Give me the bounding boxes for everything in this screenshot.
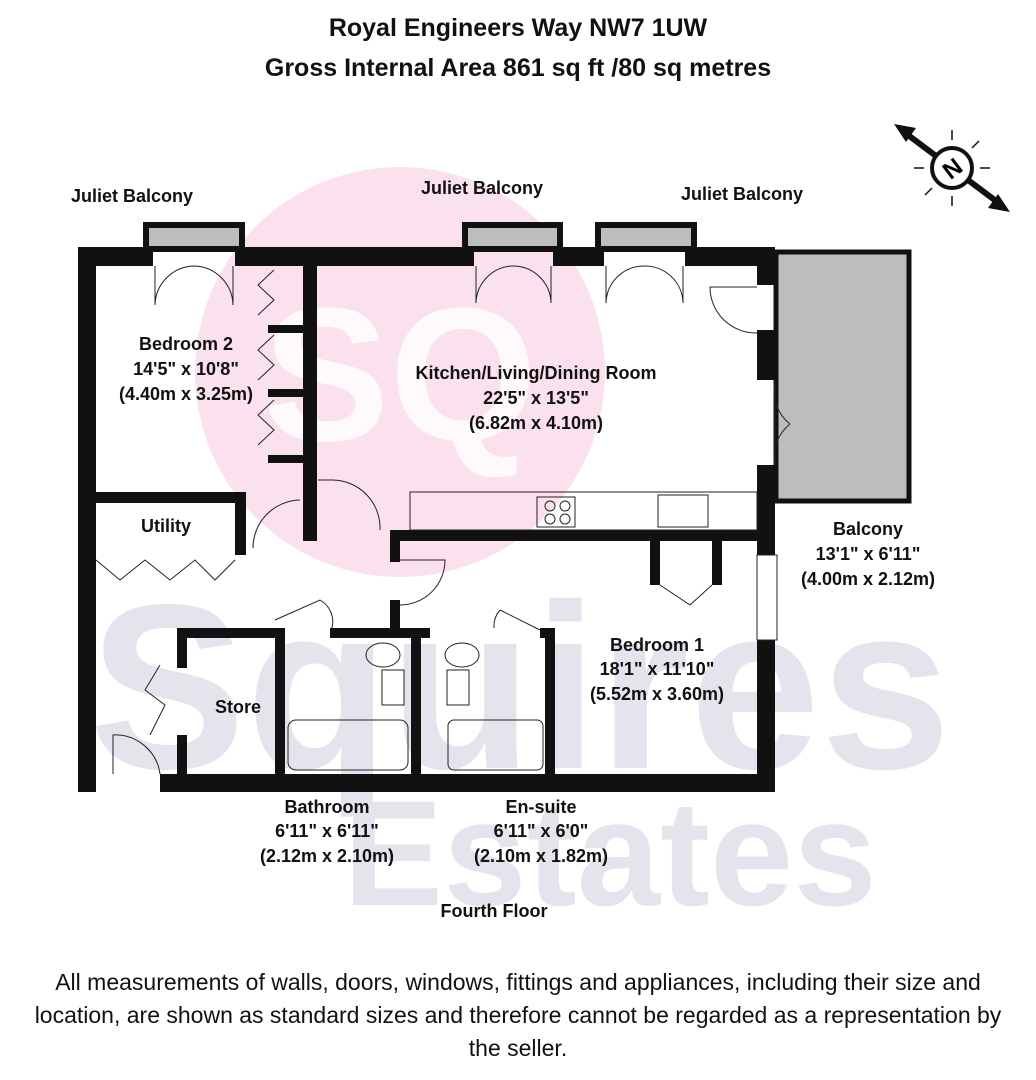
svg-text:Bedroom 1: Bedroom 1 bbox=[610, 635, 704, 655]
svg-text:6'11" x 6'0": 6'11" x 6'0" bbox=[494, 821, 589, 841]
property-address: Royal Engineers Way NW7 1UW bbox=[328, 14, 708, 42]
balcony-label: Balcony 13'1" x 6'11" (4.00m x 2.12m) bbox=[801, 519, 935, 589]
svg-text:13'1" x 6'11": 13'1" x 6'11" bbox=[816, 544, 921, 564]
kitchen-label: Kitchen/Living/Dining Room 22'5" x 13'5"… bbox=[416, 363, 657, 433]
bedroom-2-label: Bedroom 2 14'5" x 10'8" (4.40m x 3.25m) bbox=[119, 334, 253, 404]
juliet-balcony-3 bbox=[595, 222, 697, 252]
svg-text:(6.82m x 4.10m): (6.82m x 4.10m) bbox=[469, 413, 603, 433]
main-balcony bbox=[773, 249, 912, 504]
doors-and-fittings bbox=[95, 265, 791, 775]
juliet-balcony-label-3: Juliet Balcony bbox=[681, 184, 803, 204]
svg-text:(4.00m x 2.12m): (4.00m x 2.12m) bbox=[801, 569, 935, 589]
svg-text:Kitchen/Living/Dining Room: Kitchen/Living/Dining Room bbox=[416, 363, 657, 383]
gross-internal-area: Gross Internal Area 861 sq ft /80 sq met… bbox=[264, 54, 772, 82]
juliet-balcony-label-2: Juliet Balcony bbox=[421, 178, 543, 198]
watermark-brand-line2: Estates bbox=[343, 769, 877, 937]
store-label: Store bbox=[215, 697, 261, 717]
juliet-balcony-2 bbox=[462, 222, 563, 252]
ensuite-label: En-suite 6'11" x 6'0" (2.10m x 1.82m) bbox=[474, 797, 608, 866]
svg-text:22'5" x 13'5": 22'5" x 13'5" bbox=[483, 388, 589, 408]
bathroom-label: Bathroom 6'11" x 6'11" (2.12m x 2.10m) bbox=[260, 797, 394, 866]
juliet-balcony-1 bbox=[143, 222, 245, 252]
utility-label: Utility bbox=[141, 516, 191, 536]
juliet-balcony-label-1: Juliet Balcony bbox=[71, 186, 193, 206]
svg-text:(2.12m x 2.10m): (2.12m x 2.10m) bbox=[260, 846, 394, 866]
svg-text:Bedroom 2: Bedroom 2 bbox=[139, 334, 233, 354]
svg-text:Balcony: Balcony bbox=[833, 519, 903, 539]
svg-text:6'11" x 6'11": 6'11" x 6'11" bbox=[275, 821, 379, 841]
svg-text:En-suite: En-suite bbox=[505, 797, 576, 817]
floor-label: Fourth Floor bbox=[441, 901, 548, 921]
disclaimer: All measurements of walls, doors, window… bbox=[34, 969, 1002, 1061]
svg-text:(2.10m x 1.82m): (2.10m x 1.82m) bbox=[474, 846, 608, 866]
svg-text:(4.40m x 3.25m): (4.40m x 3.25m) bbox=[119, 384, 253, 404]
walls bbox=[78, 247, 775, 792]
svg-text:14'5" x 10'8": 14'5" x 10'8" bbox=[133, 359, 239, 379]
bedroom-1-label: Bedroom 1 18'1" x 11'10" (5.52m x 3.60m) bbox=[590, 635, 724, 704]
svg-text:18'1" x 11'10": 18'1" x 11'10" bbox=[600, 659, 715, 679]
balconies bbox=[143, 222, 912, 504]
svg-text:(5.52m x 3.60m): (5.52m x 3.60m) bbox=[590, 684, 724, 704]
svg-text:Bathroom: Bathroom bbox=[285, 797, 370, 817]
watermark-logo-circle bbox=[195, 167, 605, 577]
compass-icon: N bbox=[894, 124, 1010, 212]
